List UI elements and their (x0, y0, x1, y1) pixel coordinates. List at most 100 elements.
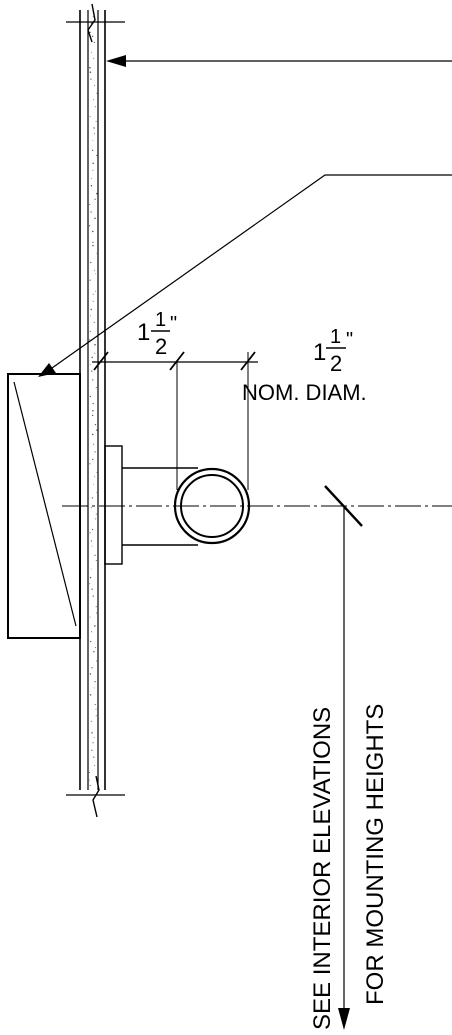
hatch-dot (89, 363, 91, 365)
hatch-dot (89, 31, 91, 34)
hatch-dot (91, 749, 93, 751)
hatch-dot (93, 99, 95, 101)
hatch-dot (95, 559, 97, 562)
hatch-dot (93, 737, 95, 739)
hatch-dot (95, 387, 97, 389)
hatch-dot (95, 518, 97, 520)
hatch-dot (90, 540, 92, 542)
elevation-note-line-2: FOR MOUNTING HEIGHTS (362, 704, 389, 1005)
hatch-dot (90, 507, 92, 509)
hatch-dot (95, 513, 97, 515)
dimension-tick (169, 351, 185, 371)
hatch-dot (92, 241, 94, 244)
hatch-dot (90, 178, 92, 180)
hatch-dot (93, 57, 95, 59)
hatch-dot (92, 230, 94, 233)
hatch-dot (90, 315, 91, 317)
hatch-dot (96, 612, 98, 614)
hatch-dot (92, 742, 94, 744)
hatch-dot (90, 568, 92, 570)
hatch-dot (92, 169, 94, 171)
hatch-dot (95, 252, 97, 254)
hatch-dot (92, 244, 94, 247)
hatch-dot (89, 576, 92, 579)
hatch-dot (89, 116, 91, 118)
hatch-dot (89, 71, 92, 73)
hatch-dot (94, 352, 96, 354)
hatch-dot (96, 471, 98, 473)
wall-board-hatch (88, 16, 98, 787)
hatch-dot (94, 343, 96, 346)
hatch-dot (90, 720, 92, 722)
hatch-dot (93, 651, 95, 653)
dimension-tick (240, 351, 256, 371)
hatch-dot (94, 423, 97, 426)
hatch-dot (89, 616, 91, 618)
hatch-dot (95, 708, 97, 710)
hatch-dot (90, 211, 92, 213)
hatch-dot (94, 84, 95, 86)
hatch-dot (91, 356, 93, 359)
hatch-dot (95, 606, 97, 608)
hatch-dot (93, 484, 94, 486)
dimension-denominator: 2 (330, 351, 342, 376)
dimension-string (92, 351, 258, 490)
hatch-dot (89, 673, 92, 675)
dimension-tick (93, 351, 109, 371)
hatch-dot (89, 66, 91, 69)
hatch-dot (92, 433, 94, 436)
hatch-dot (91, 370, 93, 372)
hatch-dot (89, 463, 91, 465)
dimension-numerator: 1 (155, 309, 166, 331)
hatch-dot (93, 41, 95, 44)
hatch-dot (92, 162, 94, 164)
hatch-dot (94, 217, 96, 220)
hatch-dot (92, 140, 94, 141)
hatch-dot (94, 554, 96, 556)
hatch-dot (94, 198, 96, 200)
hatch-dot (92, 410, 94, 412)
height-arrowhead (338, 1008, 350, 1030)
hatch-dot (90, 308, 92, 311)
hatch-dot (95, 120, 97, 122)
hatch-dot (91, 414, 94, 417)
leader-blocking (38, 174, 452, 377)
hatch-dot (92, 595, 94, 597)
hatch-dot (90, 185, 93, 187)
hatch-dot (92, 300, 94, 302)
hatch-dot (95, 715, 97, 717)
leader-wall-finish (106, 55, 452, 67)
dimension-label-diameter: 1 1 2 " (313, 326, 353, 376)
hatch-dot (96, 429, 98, 431)
inch-mark: " (170, 313, 177, 335)
hatch-dot (91, 35, 94, 38)
hatch-dot (89, 779, 90, 781)
hatch-dot (93, 321, 95, 323)
mounting-height-marker (324, 485, 363, 1030)
dimension-whole: 1 (313, 339, 326, 366)
hatch-dot (88, 225, 91, 227)
hatch-dot (93, 127, 95, 129)
leader-arrowhead (106, 55, 126, 67)
hatch-dot (94, 451, 96, 453)
hatch-dot (91, 497, 94, 499)
elevation-note-line-1: SEE INTERIOR ELEVATIONS (309, 707, 336, 1030)
hatch-dot (89, 339, 91, 341)
hatch-dot (93, 687, 95, 689)
dimension-label-offset: 1 1 2 " (137, 309, 177, 359)
hatch-dot (92, 379, 94, 381)
hatch-dot (90, 22, 92, 24)
hatch-dot (93, 443, 95, 445)
hatch-dot (96, 155, 98, 157)
hatch-dot (96, 492, 98, 494)
hatch-dot (89, 532, 91, 534)
break-line-top (66, 3, 125, 43)
hatch-dot (92, 402, 94, 405)
hatch-dot (92, 16, 94, 18)
hatch-dot (96, 92, 98, 94)
hatch-dot (90, 261, 92, 264)
hatch-dot (89, 784, 91, 787)
hatch-dot (95, 273, 97, 275)
hatch-dot (94, 476, 96, 478)
